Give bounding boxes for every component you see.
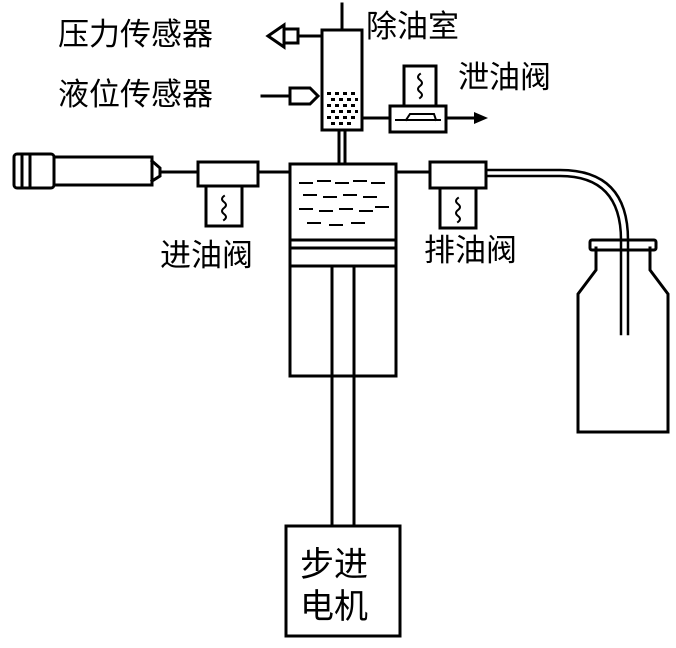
vent-valve [360, 64, 478, 134]
outlet-valve-label: 排油阀 [424, 233, 517, 269]
outlet-valve [394, 160, 488, 230]
vent-arrow-icon [474, 112, 488, 124]
level-sensor-icon [260, 86, 321, 106]
pressure-sensor-label: 压力传感器 [58, 17, 213, 53]
collection-bottle [576, 238, 670, 434]
pressure-sensor-icon [265, 22, 324, 50]
chamber-liquid-dots [327, 92, 358, 125]
drain-tube [484, 168, 630, 336]
inlet-valve-label: 进油阀 [160, 238, 253, 274]
inlet-valve [196, 160, 292, 228]
level-sensor-label: 液位传感器 [58, 77, 213, 113]
vent-valve-label: 泄油阀 [458, 60, 551, 96]
stepper-motor [284, 374, 402, 638]
degreasing-chamber [320, 2, 364, 132]
stepper-motor-label-line1: 步进 [300, 545, 368, 585]
chamber-tube [337, 128, 347, 166]
oil-dashes [299, 180, 389, 226]
oil-cylinder [288, 162, 398, 378]
syringe [12, 152, 200, 190]
stepper-motor-label-line2: 电机 [300, 587, 368, 627]
degreasing-chamber-label: 除油室 [366, 9, 459, 45]
